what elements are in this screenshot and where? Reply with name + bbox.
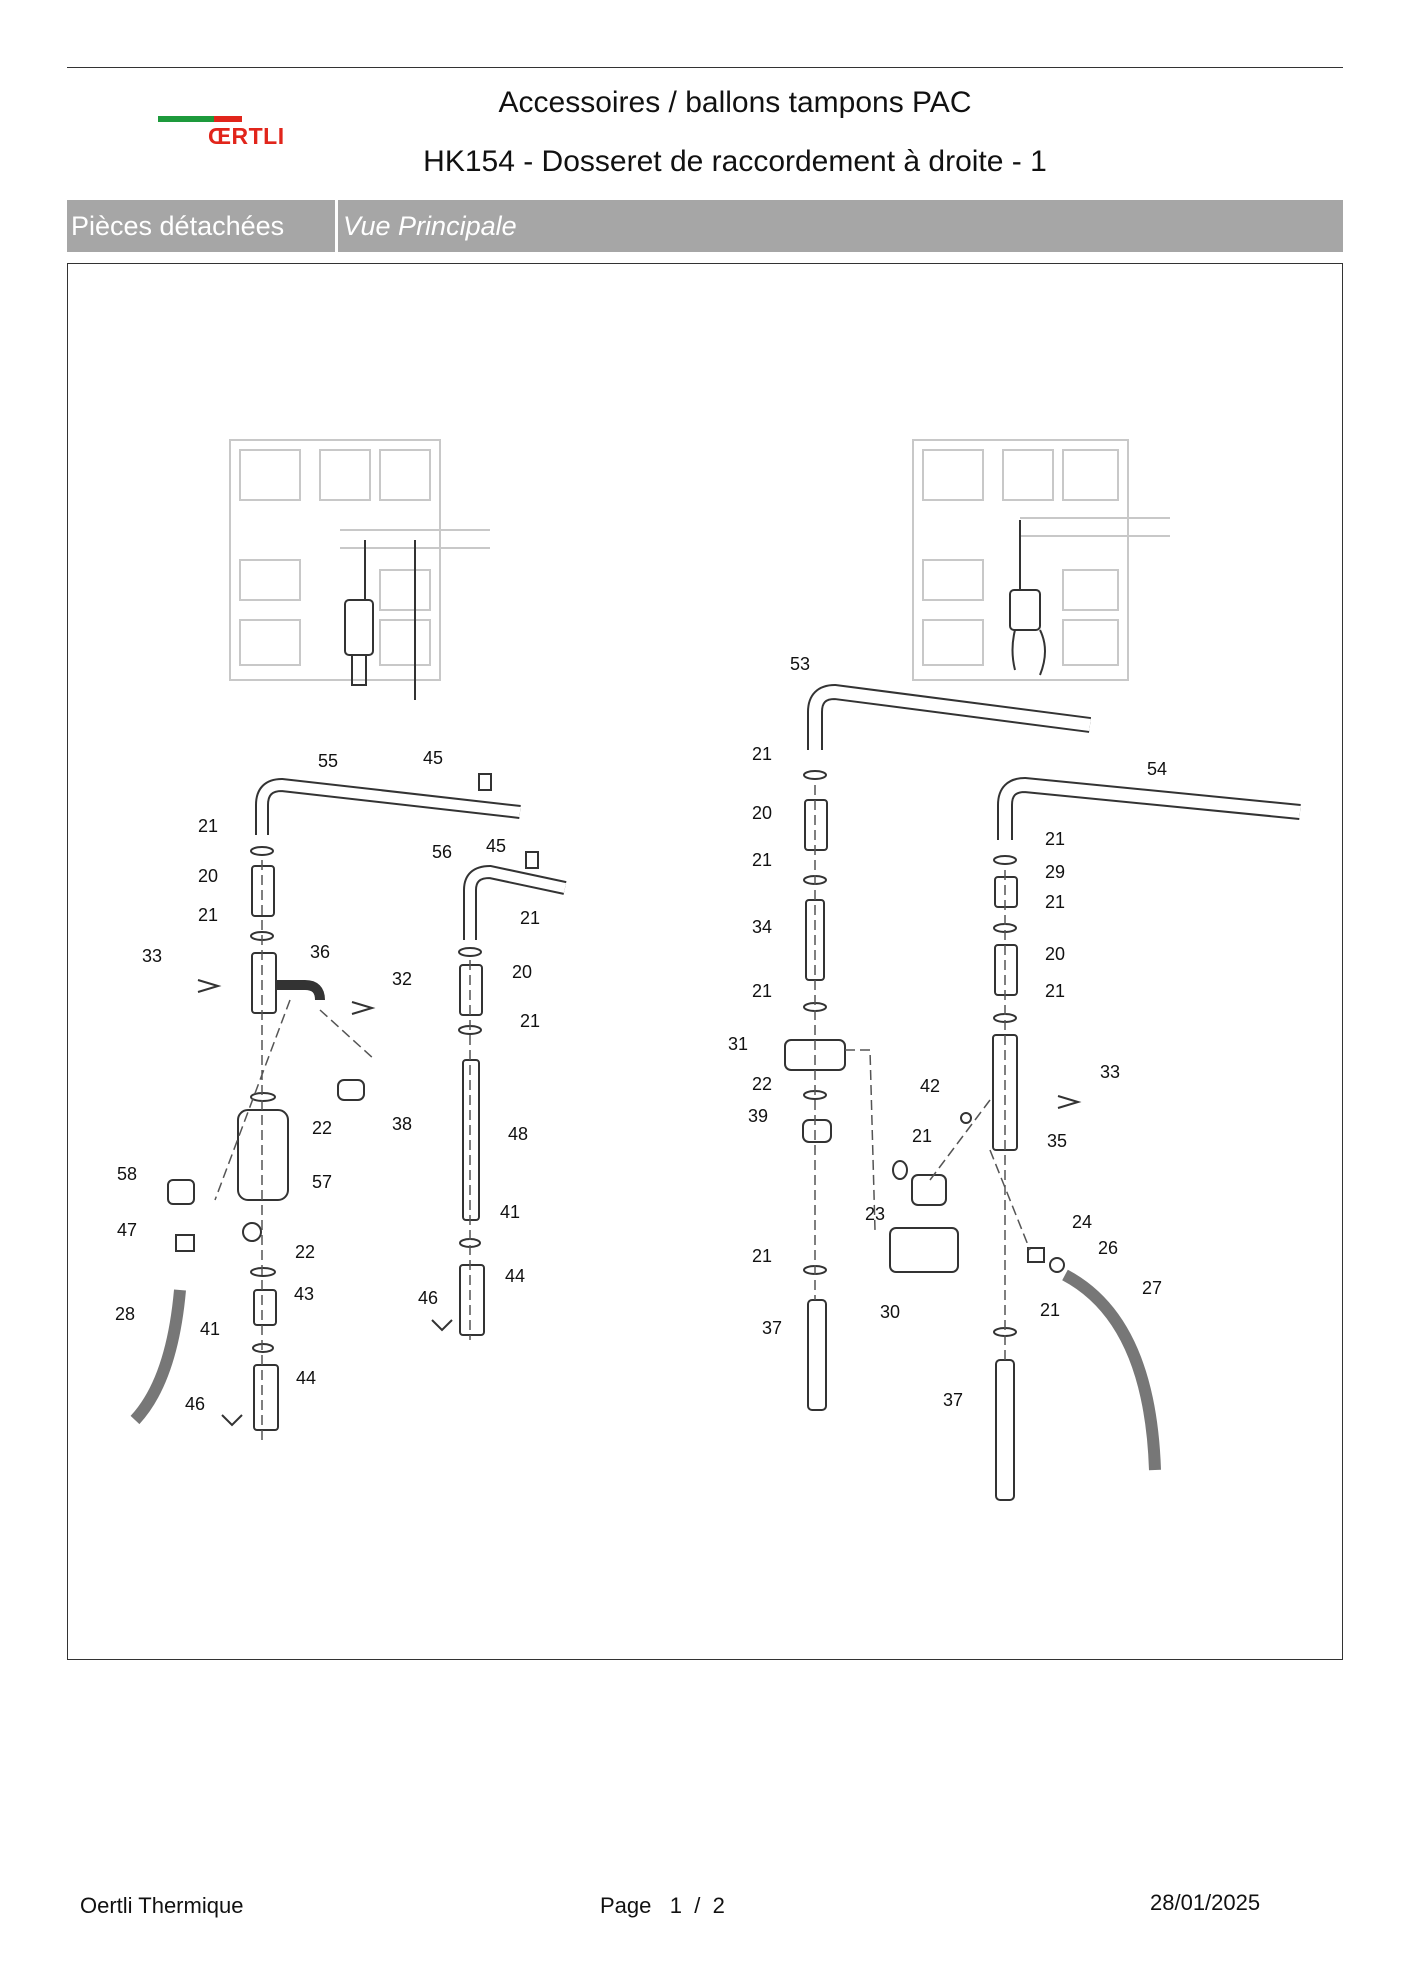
part-label-56: 56 [432, 842, 452, 862]
parts-right [784, 683, 1301, 1501]
part-label-44: 44 [296, 1368, 316, 1388]
part-label-34: 34 [752, 917, 772, 937]
part-label-22: 22 [312, 1118, 332, 1138]
part-label-37: 37 [762, 1318, 782, 1338]
part-label-23: 23 [865, 1204, 885, 1224]
part-label-21: 21 [198, 816, 218, 836]
part-label-21: 21 [198, 905, 218, 925]
part-number-labels: 55 45 21 56 45 20 21 21 33 36 32 20 21 22 38 48 58 57 47 22… [115, 654, 1167, 1414]
part-label-26: 26 [1098, 1238, 1118, 1258]
thumbnail-highlight-right [1009, 520, 1046, 676]
tab-pieces-detachees[interactable]: Pièces détachées [71, 211, 285, 241]
part-label-58: 58 [117, 1164, 137, 1184]
part-label-20: 20 [752, 803, 772, 823]
part-label-29: 29 [1045, 862, 1065, 882]
part-label-47: 47 [117, 1220, 137, 1240]
footer-page-total: 2 [712, 1893, 725, 1918]
oertli-logo: ŒRTLI [158, 113, 308, 157]
part-label-45: 45 [423, 748, 443, 768]
footer-page-separator: / [694, 1893, 701, 1918]
tab-separator [335, 200, 338, 252]
part-label-57: 57 [312, 1172, 332, 1192]
logo-color-bar [158, 116, 242, 122]
part-label-43: 43 [294, 1284, 314, 1304]
part-label-27: 27 [1142, 1278, 1162, 1298]
part-label-45: 45 [486, 836, 506, 856]
part-label-21: 21 [752, 850, 772, 870]
part-label-21: 21 [912, 1126, 932, 1146]
part-label-21: 21 [1045, 981, 1065, 1001]
logo-green-stripe [158, 116, 214, 122]
part-label-35: 35 [1047, 1131, 1067, 1151]
thumbnail-assembly-left [229, 439, 490, 681]
part-label-20: 20 [512, 962, 532, 982]
part-label-30: 30 [880, 1302, 900, 1322]
logo-red-stripe [214, 116, 242, 122]
part-label-41: 41 [200, 1319, 220, 1339]
part-label-42: 42 [920, 1076, 940, 1096]
top-rule [67, 67, 1343, 68]
part-label-44: 44 [505, 1266, 525, 1286]
part-label-39: 39 [748, 1106, 768, 1126]
part-label-21: 21 [1045, 829, 1065, 849]
part-label-54: 54 [1147, 759, 1167, 779]
part-label-53: 53 [790, 654, 810, 674]
part-label-21: 21 [752, 1246, 772, 1266]
part-label-21: 21 [520, 1011, 540, 1031]
part-label-31: 31 [728, 1034, 748, 1054]
part-label-33: 33 [142, 946, 162, 966]
footer-company: Oertli Thermique [80, 1893, 244, 1918]
section-header-bar: Pièces détachées Vue Principale [67, 200, 1343, 252]
part-label-22: 22 [295, 1242, 315, 1262]
logo-text: ŒRTLI [208, 123, 285, 149]
part-label-36: 36 [310, 942, 330, 962]
thumbnail-assembly-right [912, 439, 1170, 681]
part-label-37: 37 [943, 1390, 963, 1410]
part-label-22: 22 [752, 1074, 772, 1094]
part-label-46: 46 [418, 1288, 438, 1308]
part-label-48: 48 [508, 1124, 528, 1144]
part-label-32: 32 [392, 969, 412, 989]
part-label-41: 41 [500, 1202, 520, 1222]
part-label-20: 20 [198, 866, 218, 886]
part-label-33: 33 [1100, 1062, 1120, 1082]
tab-vue-principale[interactable]: Vue Principale [343, 211, 517, 241]
diagram-frame [67, 263, 1343, 1660]
part-label-28: 28 [115, 1304, 135, 1324]
parts-left [130, 773, 567, 1440]
footer-page-label: Page [600, 1893, 652, 1918]
part-label-20: 20 [1045, 944, 1065, 964]
footer-page-indicator: Page 1 / 2 [600, 1893, 725, 1919]
part-label-21: 21 [752, 744, 772, 764]
part-label-21: 21 [1040, 1300, 1060, 1320]
footer-date: 28/01/2025 [1150, 1890, 1261, 1915]
part-label-24: 24 [1072, 1212, 1092, 1232]
part-label-21: 21 [1045, 892, 1065, 912]
footer-page-current: 1 [669, 1893, 682, 1918]
part-label-55: 55 [318, 751, 338, 771]
page-title-product: HK154 - Dosseret de raccordement à droit… [423, 145, 1047, 178]
page-title-category: Accessoires / ballons tampons PAC [498, 86, 972, 119]
part-label-21: 21 [752, 981, 772, 1001]
thumbnail-highlight-left [344, 540, 416, 700]
part-label-21: 21 [520, 908, 540, 928]
part-label-46: 46 [185, 1394, 205, 1414]
part-label-38: 38 [392, 1114, 412, 1134]
